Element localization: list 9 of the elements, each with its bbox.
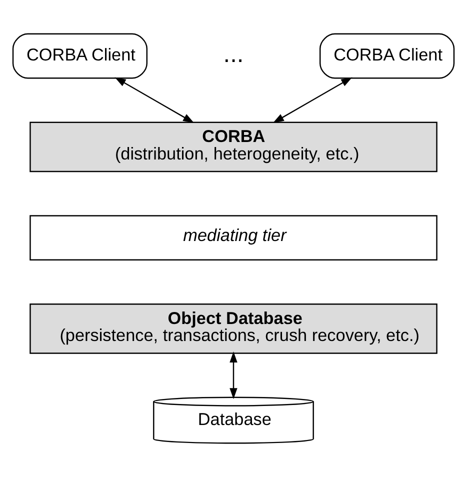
label: ... [223,41,244,68]
arrow [230,351,238,400]
node-box: Object Database (persistence, transactions, crush recovery, etc.) [30,304,438,354]
arrow [272,77,352,123]
node-box: CORBA Client [12,33,148,79]
node-box: CORBA Client [319,33,455,79]
node-box: mediating tier [30,215,438,261]
node-box: CORBA (distribution, heterogeneity, etc.) [30,122,438,172]
arrow [114,77,194,123]
